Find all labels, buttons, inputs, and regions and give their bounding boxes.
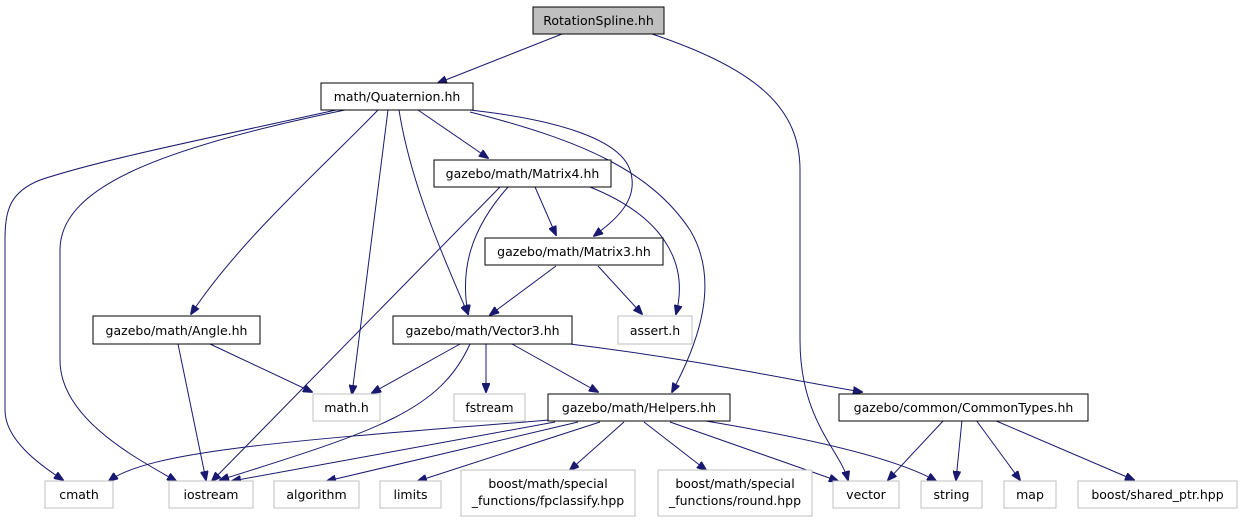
svg-text:_functions/round.hpp: _functions/round.hpp — [668, 493, 801, 508]
node-iostream: iostream — [168, 480, 254, 509]
svg-text:algorithm: algorithm — [286, 487, 346, 502]
node-matrix3-hh[interactable]: gazebo/math/Matrix3.hh — [484, 237, 664, 266]
svg-text:_functions/fpclassify.hpp: _functions/fpclassify.hpp — [471, 493, 625, 508]
node-fstream: fstream — [453, 393, 526, 422]
node-helpers-hh[interactable]: gazebo/math/Helpers.hh — [547, 393, 731, 422]
svg-text:math.h: math.h — [324, 400, 369, 415]
svg-text:boost/math/special: boost/math/special — [488, 476, 607, 491]
edge-quaternion-to-matrix4 — [417, 109, 488, 158]
edge-vector3-to-commontypes — [569, 343, 862, 392]
node-commontypes-hh[interactable]: gazebo/common/CommonTypes.hh — [838, 393, 1089, 422]
edge-quaternion-to-cmath — [4, 109, 337, 480]
node-map: map — [1003, 480, 1057, 509]
edge-vector3-to-iostream — [220, 343, 471, 480]
svg-text:RotationSpline.hh: RotationSpline.hh — [543, 13, 654, 28]
edge-matrix4-to-assert-h — [589, 186, 679, 314]
node-quaternion-hh[interactable]: math/Quaternion.hh — [320, 82, 474, 111]
dependency-nodes: RotationSpline.hh math/Quaternion.hh gaz… — [44, 6, 1238, 517]
edge-matrix4-to-iostream — [212, 186, 501, 481]
edge-commontypes-to-vector — [888, 419, 945, 480]
edge-helpers-to-algorithm — [327, 421, 579, 481]
svg-text:gazebo/math/Matrix3.hh: gazebo/math/Matrix3.hh — [497, 244, 651, 259]
node-shared-ptr-hpp: boost/shared_ptr.hpp — [1077, 480, 1238, 509]
edge-quaternion-to-math-h — [352, 109, 389, 394]
node-vector: vector — [832, 480, 900, 509]
node-cmath: cmath — [44, 480, 114, 509]
node-vector3-hh[interactable]: gazebo/math/Vector3.hh — [392, 315, 573, 345]
dependency-edges — [4, 33, 1134, 481]
svg-text:map: map — [1016, 487, 1044, 502]
svg-text:math/Quaternion.hh: math/Quaternion.hh — [334, 89, 461, 104]
node-assert-h: assert.h — [617, 315, 693, 345]
svg-text:assert.h: assert.h — [630, 323, 680, 338]
svg-text:iostream: iostream — [184, 487, 239, 502]
svg-text:limits: limits — [393, 487, 427, 502]
edge-matrix3-to-vector3 — [490, 265, 557, 315]
svg-text:gazebo/common/CommonTypes.hh: gazebo/common/CommonTypes.hh — [854, 400, 1074, 415]
svg-text:boost/math/special: boost/math/special — [675, 476, 794, 491]
svg-text:gazebo/math/Angle.hh: gazebo/math/Angle.hh — [106, 323, 248, 338]
node-matrix4-hh[interactable]: gazebo/math/Matrix4.hh — [433, 159, 612, 188]
edge-angle-to-math-h — [209, 343, 312, 392]
edge-helpers-to-cmath — [109, 419, 551, 481]
svg-text:cmath: cmath — [59, 487, 99, 502]
svg-text:gazebo/math/Vector3.hh: gazebo/math/Vector3.hh — [405, 323, 559, 338]
node-rotationspline-hh: RotationSpline.hh — [532, 6, 665, 35]
edge-matrix4-to-vector3 — [465, 186, 509, 314]
edge-rotationspline-to-quaternion — [438, 33, 563, 83]
edge-matrix3-to-assert-h — [597, 265, 642, 314]
edge-commontypes-to-shared-ptr — [993, 419, 1134, 480]
svg-text:string: string — [934, 487, 970, 502]
edge-quaternion-to-helpers — [469, 111, 706, 392]
node-fpclassify-hpp: boost/math/special _functions/fpclassify… — [460, 469, 636, 517]
edge-commontypes-to-string — [956, 419, 963, 480]
edge-quaternion-to-matrix3 — [469, 109, 633, 236]
edge-helpers-to-round — [643, 421, 706, 470]
svg-text:vector: vector — [846, 487, 887, 502]
node-math-h: math.h — [312, 393, 381, 422]
node-angle-hh[interactable]: gazebo/math/Angle.hh — [92, 315, 261, 345]
edge-vector3-to-math-h — [372, 343, 461, 393]
edge-vector3-to-helpers — [511, 343, 598, 392]
edge-matrix4-to-matrix3 — [534, 186, 556, 235]
svg-text:gazebo/math/Matrix4.hh: gazebo/math/Matrix4.hh — [446, 166, 600, 181]
edge-helpers-to-limits — [418, 421, 601, 481]
node-limits: limits — [379, 480, 442, 509]
svg-text:gazebo/math/Helpers.hh: gazebo/math/Helpers.hh — [562, 400, 716, 415]
node-algorithm: algorithm — [273, 480, 360, 509]
edge-helpers-to-iostream — [232, 421, 556, 481]
svg-text:fstream: fstream — [465, 400, 513, 415]
edge-quaternion-to-iostream — [59, 109, 346, 481]
edge-quaternion-to-vector3 — [398, 109, 468, 314]
node-string: string — [920, 480, 983, 509]
edge-helpers-to-fpclassify — [570, 421, 625, 470]
node-round-hpp: boost/math/special _functions/round.hpp — [657, 469, 813, 517]
svg-text:boost/shared_ptr.hpp: boost/shared_ptr.hpp — [1091, 487, 1223, 502]
edge-quaternion-to-angle — [191, 109, 379, 314]
edge-helpers-to-string — [699, 419, 936, 481]
edge-commontypes-to-map — [975, 419, 1020, 480]
edge-angle-to-iostream — [177, 343, 206, 480]
